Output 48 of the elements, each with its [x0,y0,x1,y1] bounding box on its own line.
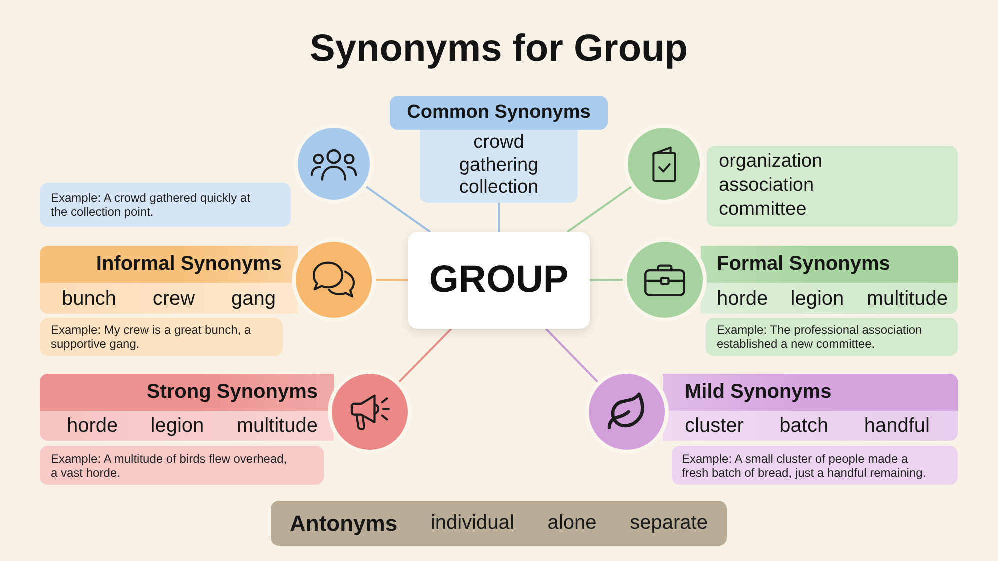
icon-circle [296,242,372,318]
synonym-word: legion [790,286,844,310]
synonym-band [663,374,958,441]
synonym-word: legion [150,414,204,438]
synonym-word: multitude [236,414,318,438]
synonym-word: association [719,174,814,198]
synonym-band [40,374,334,441]
icon-circle [627,242,703,318]
example-note: Example: A multitude of birds flew overhead, a vast horde. [40,446,324,485]
synonym-word: multitude [866,286,948,310]
synonym-band [701,246,958,314]
synonym-word: batch [780,414,829,438]
synonym-word: crowd [474,132,524,154]
synonym-word: organization [719,150,823,174]
category-heading: Informal Synonyms [40,246,298,283]
synonym-band [40,246,298,314]
antonyms-bar [271,501,727,546]
main-word-box: GROUP [408,232,590,329]
icon-circle [628,128,700,200]
icon-circle [332,374,408,450]
category-heading: Mild Synonyms [663,374,958,411]
diagram-title: Synonyms for Group [310,27,688,72]
antonym-word: individual [430,512,514,535]
synonym-word: bunch [62,286,116,310]
antonyms-heading: Antonyms [290,510,398,536]
connector-line [498,203,500,232]
antonym-word: alone [548,512,597,535]
synonym-word: gang [231,286,276,310]
example-note: Example: A small cluster of people made a fresh batch of bread, just a handful remaining. [672,446,958,485]
synonym-word: collection [459,177,539,200]
example-note: Example: The professional association established a new committee. [706,318,958,356]
icon-circle [589,374,665,450]
synonym-word: horde [67,414,118,438]
synonym-word: crew [152,286,196,310]
synonym-word: horde [717,286,768,310]
example-note: Example: A crowd gathered quickly at the collection point. [40,183,291,227]
antonym-word: separate [630,512,708,535]
example-note: Example: My crew is a great bunch, a supportive gang. [40,318,283,356]
synonym-word: gathering [459,154,539,177]
synonym-word: cluster [685,414,744,438]
category-heading: Strong Synonyms [40,374,334,411]
icon-circle [298,128,370,200]
synonym-word: committee [719,198,807,222]
synonym-panel [707,146,958,227]
category-heading: Formal Synonyms [701,246,958,283]
synonym-card [390,96,608,203]
category-heading: Common Synonyms [390,96,608,130]
synonym-word: handful [864,414,930,438]
